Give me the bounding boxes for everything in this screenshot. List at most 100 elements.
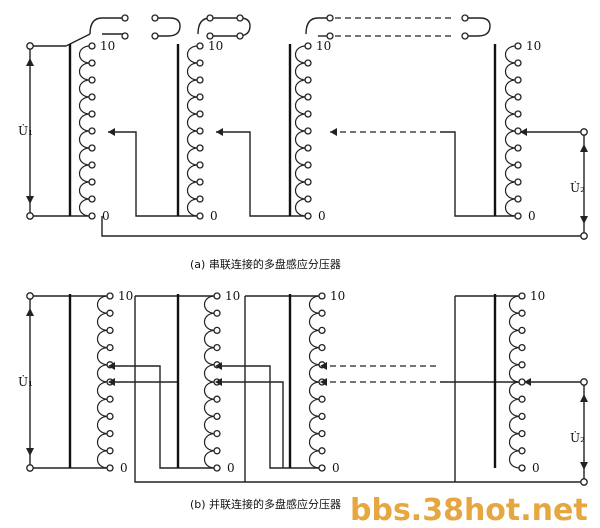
port-terminal xyxy=(580,232,588,240)
tap-terminal xyxy=(88,93,96,101)
tap-label-0: 0 xyxy=(102,209,110,223)
port-terminal xyxy=(26,292,34,300)
tap-terminal xyxy=(88,59,96,67)
voltage-arrow xyxy=(26,58,34,66)
link-terminal xyxy=(326,14,334,22)
tap-terminal xyxy=(514,76,522,84)
tap-terminal xyxy=(213,395,221,403)
windings xyxy=(26,14,588,486)
link-terminal xyxy=(121,32,129,40)
voltage-arrow xyxy=(26,196,34,204)
tap-terminal xyxy=(213,292,221,300)
tap-terminal xyxy=(514,42,522,50)
tap-terminal xyxy=(514,127,522,135)
winding-b-4 xyxy=(493,292,526,472)
tap-terminal xyxy=(196,144,204,152)
voltage-arrow xyxy=(26,448,34,456)
tap-terminal xyxy=(213,343,221,352)
tap-terminal xyxy=(88,127,96,135)
tap-label-10: 10 xyxy=(100,39,115,53)
winding-a-3 xyxy=(288,42,312,220)
link-terminal xyxy=(461,14,469,22)
tap-terminal xyxy=(196,195,204,203)
tap-terminal xyxy=(106,395,114,403)
port-terminal xyxy=(26,212,34,220)
tap-terminal xyxy=(304,195,312,203)
tap-terminal xyxy=(213,326,221,335)
link-terminal xyxy=(151,32,159,40)
tap-label-0: 0 xyxy=(528,209,536,223)
link-terminal xyxy=(206,14,214,22)
link-terminal xyxy=(151,14,159,22)
link-terminal xyxy=(326,32,334,40)
tap-terminal xyxy=(88,144,96,152)
tap-terminal xyxy=(106,343,114,352)
tap-terminal xyxy=(196,110,204,118)
voltage-arrow xyxy=(580,144,588,152)
tap-terminal xyxy=(106,326,114,335)
tap-terminal xyxy=(518,326,526,335)
port-terminal xyxy=(26,464,34,472)
tap-terminal xyxy=(518,412,526,421)
tap-terminal xyxy=(518,309,526,317)
tap-terminal xyxy=(106,309,114,317)
tap-terminal xyxy=(106,429,114,438)
port-terminal xyxy=(580,478,588,486)
tap-label-0: 0 xyxy=(318,209,326,223)
tap-arrow xyxy=(215,362,222,370)
tap-terminal xyxy=(213,464,221,472)
link-terminal xyxy=(236,32,244,40)
tap-terminal xyxy=(304,93,312,101)
tap-terminal xyxy=(318,292,326,300)
port-terminal xyxy=(26,42,34,50)
tap-terminal xyxy=(514,161,522,169)
voltage-arrow xyxy=(580,394,588,402)
tap-label-10: 10 xyxy=(530,289,545,303)
voltage-arrow xyxy=(26,308,34,316)
tap-terminal xyxy=(304,212,312,220)
tap-terminal xyxy=(304,110,312,118)
tap-terminal xyxy=(514,195,522,203)
tap-label-0: 0 xyxy=(227,461,235,475)
winding-b-3 xyxy=(288,292,326,472)
link-terminal xyxy=(236,14,244,22)
tap-terminal xyxy=(88,76,96,84)
tap-terminal xyxy=(318,395,326,403)
tap-terminal xyxy=(514,144,522,152)
tap-terminal xyxy=(514,59,522,67)
link-terminal xyxy=(461,32,469,40)
tap-terminal xyxy=(106,412,114,421)
winding-b-2 xyxy=(176,292,221,472)
tap-terminal xyxy=(196,93,204,101)
tap-label-10: 10 xyxy=(225,289,240,303)
tap-terminal xyxy=(213,412,221,421)
tap-arrow xyxy=(216,128,223,136)
tap-terminal xyxy=(88,161,96,169)
tap-terminal xyxy=(88,212,96,220)
winding-a-4 xyxy=(493,42,522,220)
tap-arrow xyxy=(524,378,531,386)
tap-terminal xyxy=(318,309,326,317)
tap-terminal xyxy=(518,447,526,455)
tap-terminal xyxy=(318,326,326,335)
tap-label-0: 0 xyxy=(120,461,128,475)
tap-terminal xyxy=(514,110,522,118)
tap-terminal xyxy=(196,42,204,50)
tap-terminal xyxy=(304,144,312,152)
tap-terminal xyxy=(318,429,326,438)
wiring xyxy=(29,17,585,483)
tap-label-0: 0 xyxy=(532,461,540,475)
tap-terminal xyxy=(514,93,522,101)
tap-terminal xyxy=(318,464,326,472)
tap-arrow xyxy=(330,128,337,136)
tap-terminal xyxy=(518,429,526,438)
link-terminal xyxy=(121,14,129,22)
tap-terminal xyxy=(304,161,312,169)
tap-terminal xyxy=(318,412,326,421)
tap-arrow xyxy=(108,362,115,370)
tap-terminal xyxy=(514,212,522,220)
tap-terminal xyxy=(304,42,312,50)
tap-label-10: 10 xyxy=(330,289,345,303)
